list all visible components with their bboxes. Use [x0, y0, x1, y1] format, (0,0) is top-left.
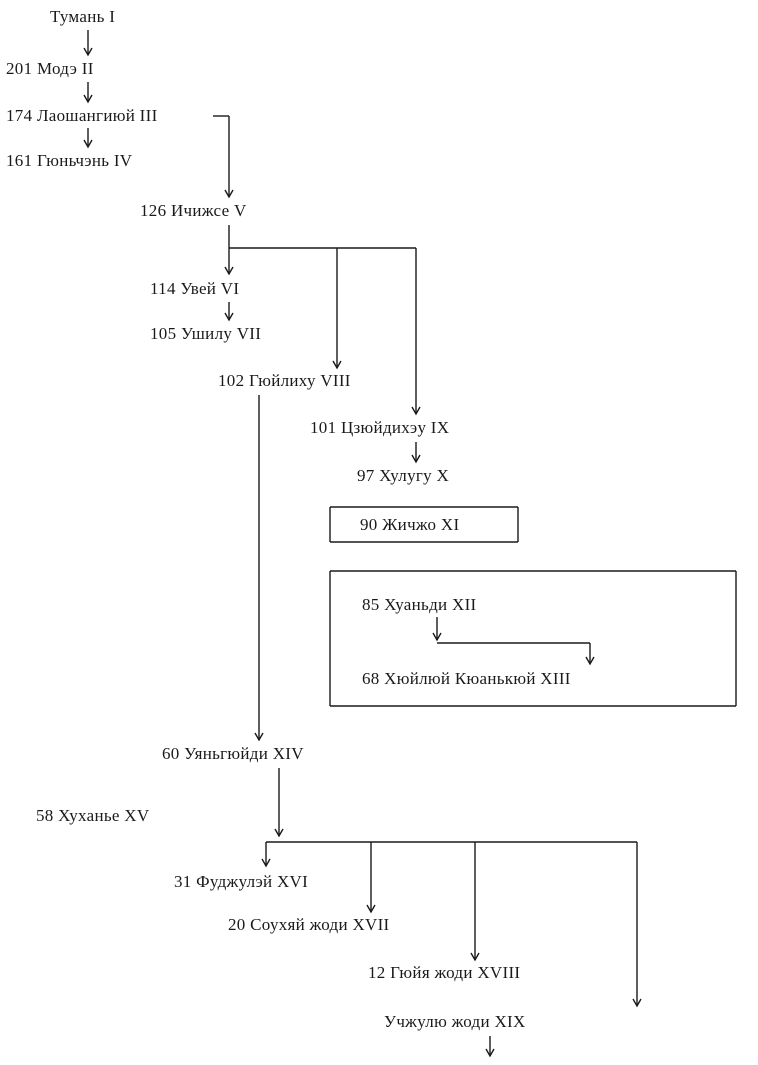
arrowhead-icon [254, 732, 264, 742]
node-zhichzho: 90 Жичжо XI [360, 515, 460, 534]
arrowhead-icon [274, 828, 284, 838]
node-uyangyuydi: 60 Уяньгюйди XIV [162, 744, 304, 763]
arrowhead-icon [585, 656, 595, 666]
arrowhead-icon [224, 312, 234, 322]
arrowhead-icon [261, 858, 271, 868]
node-ichizhse: 126 Ичижсе V [140, 201, 247, 220]
arrowhead-icon [83, 47, 93, 57]
node-ushilu: 105 Ушилу VII [150, 324, 262, 343]
node-uchzhulyu: Учжулю жоди XIX [384, 1012, 526, 1031]
node-hyuylyuy: 68 Хюйлюй Кюанькюй XIII [362, 669, 571, 688]
node-huandi: 85 Хуаньди XII [362, 595, 477, 614]
node-mode: 201 Модэ II [6, 59, 94, 78]
node-tuman: Тумань I [50, 7, 116, 26]
arrowhead-icon [411, 454, 421, 464]
arrowhead-icon [432, 632, 442, 642]
node-huhanye: 58 Хуханье XV [36, 806, 150, 825]
arrowhead-icon [632, 998, 642, 1008]
arrowhead-icon [83, 139, 93, 149]
node-gyuylihu: 102 Гюйлиху VIII [218, 371, 351, 390]
arrowhead-icon [411, 406, 421, 416]
node-fudzhuley: 31 Фуджулэй XVI [174, 872, 309, 891]
node-gyuyya: 12 Гюйя жоди XVIII [368, 963, 521, 982]
arrowhead-icon [224, 189, 234, 199]
node-uvey: 114 Увей VI [150, 279, 240, 298]
node-laoshangiyuy: 174 Лаошангиюй III [6, 106, 158, 125]
arrowhead-icon [83, 94, 93, 104]
arrowhead-icon [366, 904, 376, 914]
node-tszyuydiheu: 101 Цзюйдихэу IX [310, 418, 450, 437]
arrowhead-icon [470, 952, 480, 962]
arrowhead-icon [485, 1048, 495, 1058]
node-souhyay: 20 Соухяй жоди XVII [228, 915, 390, 934]
node-hulugu: 97 Хулугу X [357, 466, 450, 485]
arrowhead-icon [224, 266, 234, 276]
arrowhead-icon [332, 360, 342, 370]
node-gyunchen: 161 Гюньчэнь IV [6, 151, 133, 170]
